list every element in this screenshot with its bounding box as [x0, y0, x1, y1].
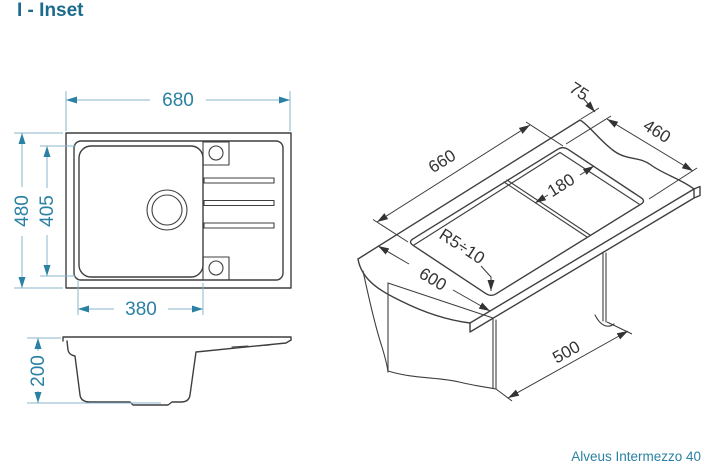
dim-660: 660 [372, 121, 564, 243]
tap-hole-bottom [208, 260, 224, 276]
bowl-outline [78, 145, 204, 278]
dim-label-680: 680 [162, 90, 194, 111]
cabinet-left-panel [387, 282, 497, 390]
bowl-section-profile [66, 339, 292, 406]
dim-label-180: 180 [544, 170, 578, 201]
dim-label-480: 480 [12, 195, 33, 227]
iso-view: 660 75 460 180 R5÷10 [357, 78, 701, 402]
drainer-groove-2 [203, 199, 275, 207]
drainer-groove-3 [203, 222, 275, 229]
dim-label-660: 660 [425, 146, 459, 177]
dim-680: 680 [65, 90, 291, 131]
dim-500: 500 [495, 321, 633, 402]
dim-405: 405 [37, 145, 76, 277]
top-view: 680 480 405 380 [12, 90, 292, 320]
rim-line [62, 336, 292, 342]
dim-480: 480 [12, 132, 63, 289]
drainer-groove-1 [203, 177, 275, 184]
tap-hole-tab-bottom [202, 256, 230, 281]
tap-hole-top [208, 145, 224, 161]
cutout-hole [409, 146, 645, 297]
dim-label-380: 380 [125, 299, 157, 320]
worktop-front-face [469, 185, 701, 333]
dim-380: 380 [77, 281, 204, 320]
worktop-broken-right-edge [579, 119, 695, 190]
dim-label-radius: R5÷10 [436, 225, 488, 268]
tap-hole-tab-top [202, 141, 230, 166]
installation-type-title: I - Inset [17, 0, 84, 21]
sink-outer-edge [65, 132, 292, 289]
dim-label-200: 200 [28, 355, 49, 387]
sink-inner-rim [73, 140, 284, 281]
cabinet-left-broken-edge [362, 270, 389, 373]
drain-outer-circle [146, 189, 188, 231]
cabinet-right-panel [602, 251, 607, 323]
dim-75: 75 [565, 78, 698, 200]
side-view: 200 [27, 336, 292, 406]
worktop-front-edge [469, 188, 695, 324]
dim-label-500: 500 [549, 337, 583, 367]
dim-200: 200 [27, 337, 161, 404]
worktop-broken-left-edge [357, 258, 471, 324]
dim-label-405: 405 [37, 195, 58, 227]
drainer-groove-section [231, 344, 271, 348]
dim-label-600: 600 [416, 264, 450, 295]
dim-label-75: 75 [566, 78, 592, 104]
cabinet-left-panel-broken-bottom [387, 370, 497, 390]
drain-inner-circle [151, 194, 183, 226]
dim-180: 180 [534, 165, 595, 204]
product-name: Alveus Intermezzo 40 [571, 449, 701, 464]
